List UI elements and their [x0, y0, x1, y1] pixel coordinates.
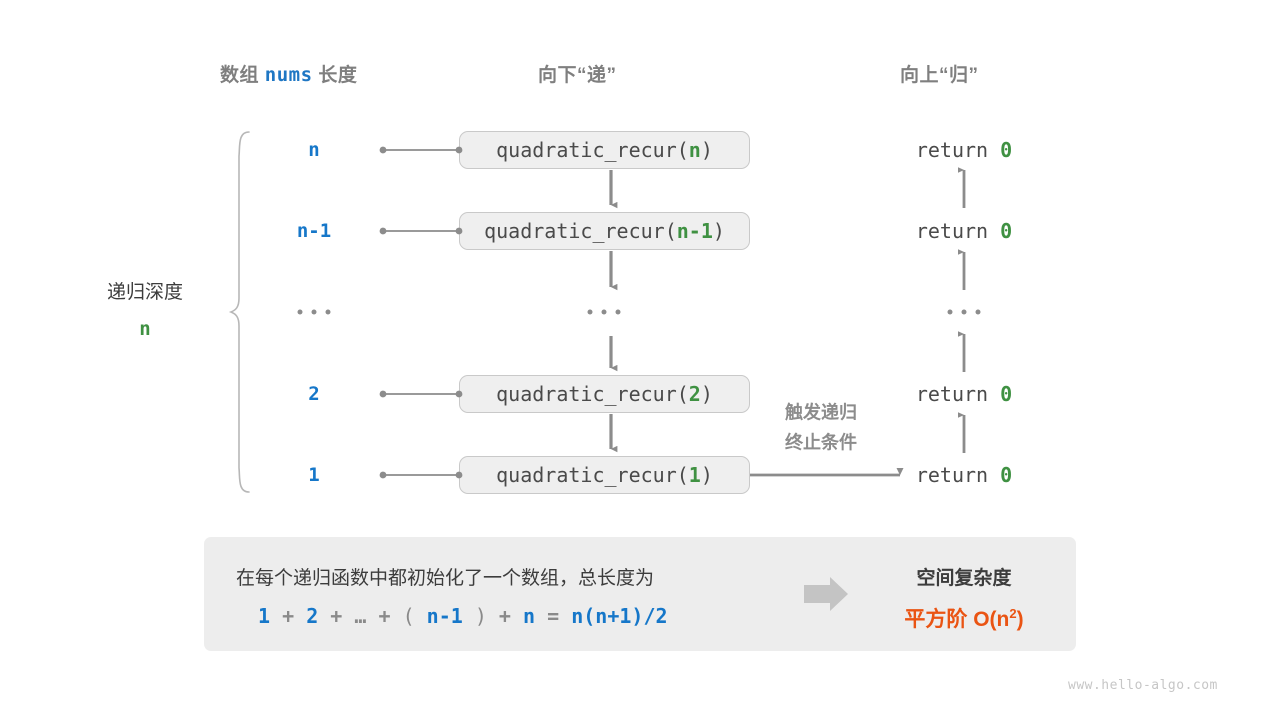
recursion-depth-label: 递归深度 n [95, 275, 195, 347]
formula-token-10: n [523, 604, 536, 628]
formula-token-9: + [498, 604, 511, 628]
call-box-row-3-suffix: ) [700, 382, 713, 406]
formula-token-0: 1 [258, 604, 271, 628]
complexity-title: 空间复杂度 [916, 568, 1012, 589]
call-box-row-4[interactable]: quadratic_recur(1) [459, 456, 750, 494]
call-box-row-1-suffix: ) [712, 219, 725, 243]
return-column-ellipsis [947, 309, 981, 315]
return-row-1-text: return [915, 219, 1001, 243]
watermark: www.hello-algo.com [1068, 678, 1218, 693]
call-box-row-1-arg: n-1 [676, 219, 713, 243]
array-length-ellipsis [297, 309, 331, 315]
header-descend: 向下“递” [538, 65, 617, 86]
complexity-value-exponent: 2 [1009, 606, 1017, 621]
array-length-row-3: 2 [308, 383, 320, 405]
header-array-nums: nums [264, 64, 313, 86]
return-row-4-text: return [915, 463, 1001, 487]
call-box-row-0[interactable]: quadratic_recur(n) [459, 131, 750, 169]
array-length-row-4: 1 [308, 464, 320, 486]
depth-brace [228, 131, 250, 493]
formula-token-7: n-1 [426, 604, 463, 628]
length-connector-row-0 [379, 146, 463, 154]
call-box-row-3[interactable]: quadratic_recur(2) [459, 375, 750, 413]
return-row-3-value: 0 [1000, 382, 1013, 406]
array-length-row-1: n-1 [296, 220, 332, 242]
formula-token-3: + [330, 604, 343, 628]
return-row-4-value: 0 [1000, 463, 1013, 487]
call-box-row-3-prefix: quadratic_recur( [496, 382, 689, 406]
formula-token-8: ) [474, 604, 487, 628]
complexity-value: 平方阶 O(n2) [904, 603, 1023, 633]
trigger-termination-note: 触发递归 终止条件 [785, 398, 857, 457]
formula-token-11: = [547, 604, 560, 628]
formula-token-1: + [282, 604, 295, 628]
call-box-row-1-prefix: quadratic_recur( [484, 219, 677, 243]
call-box-row-4-suffix: ) [700, 463, 713, 487]
return-row-3-text: return [915, 382, 1001, 406]
return-row-3: return 0 [916, 382, 1012, 406]
formula-token-6: ( [402, 604, 415, 628]
return-row-0: return 0 [916, 138, 1012, 162]
call-box-row-0-suffix: ) [700, 138, 713, 162]
call-column-ellipsis [587, 309, 621, 315]
formula-token-12: n(n+1)/2 [571, 604, 668, 628]
header-array-length: 数组 nums 长度 [220, 60, 357, 87]
call-box-row-4-arg: 1 [688, 463, 701, 487]
formula-token-4: … [354, 604, 367, 628]
summary-description: 在每个递归函数中都初始化了一个数组，总长度为 [236, 568, 655, 589]
header-array-suffix: 长度 [318, 65, 358, 86]
complexity-value-prefix: 平方阶 O(n [904, 608, 1010, 631]
return-row-1: return 0 [916, 219, 1012, 243]
call-box-row-0-arg: n [688, 138, 701, 162]
summary-panel [204, 537, 1076, 651]
length-connector-row-3 [379, 390, 463, 398]
return-row-1-value: 0 [1000, 219, 1013, 243]
length-connector-row-1 [379, 227, 463, 235]
length-connector-row-4 [379, 471, 463, 479]
formula-token-2: 2 [306, 604, 319, 628]
call-box-row-0-prefix: quadratic_recur( [496, 138, 689, 162]
header-array-prefix: 数组 [220, 65, 260, 86]
trigger-note-line2: 终止条件 [785, 432, 857, 452]
return-row-4: return 0 [916, 463, 1012, 487]
complexity-value-suffix: ) [1016, 608, 1024, 631]
summary-formula: 1 + 2 + … + ( n-1 ) + n = n(n+1)/2 [258, 604, 668, 628]
return-row-0-text: return [915, 138, 1001, 162]
trigger-note-line1: 触发递归 [785, 402, 857, 423]
recursion-depth-value: n [139, 318, 151, 341]
array-length-row-0: n [308, 139, 320, 161]
recursion-depth-text: 递归深度 [106, 282, 183, 303]
formula-token-5: + [378, 604, 391, 628]
header-ascend: 向上“归” [900, 65, 979, 86]
call-box-row-4-prefix: quadratic_recur( [496, 463, 689, 487]
return-row-0-value: 0 [1000, 138, 1013, 162]
call-box-row-3-arg: 2 [688, 382, 701, 406]
call-box-row-1[interactable]: quadratic_recur(n-1) [459, 212, 750, 250]
